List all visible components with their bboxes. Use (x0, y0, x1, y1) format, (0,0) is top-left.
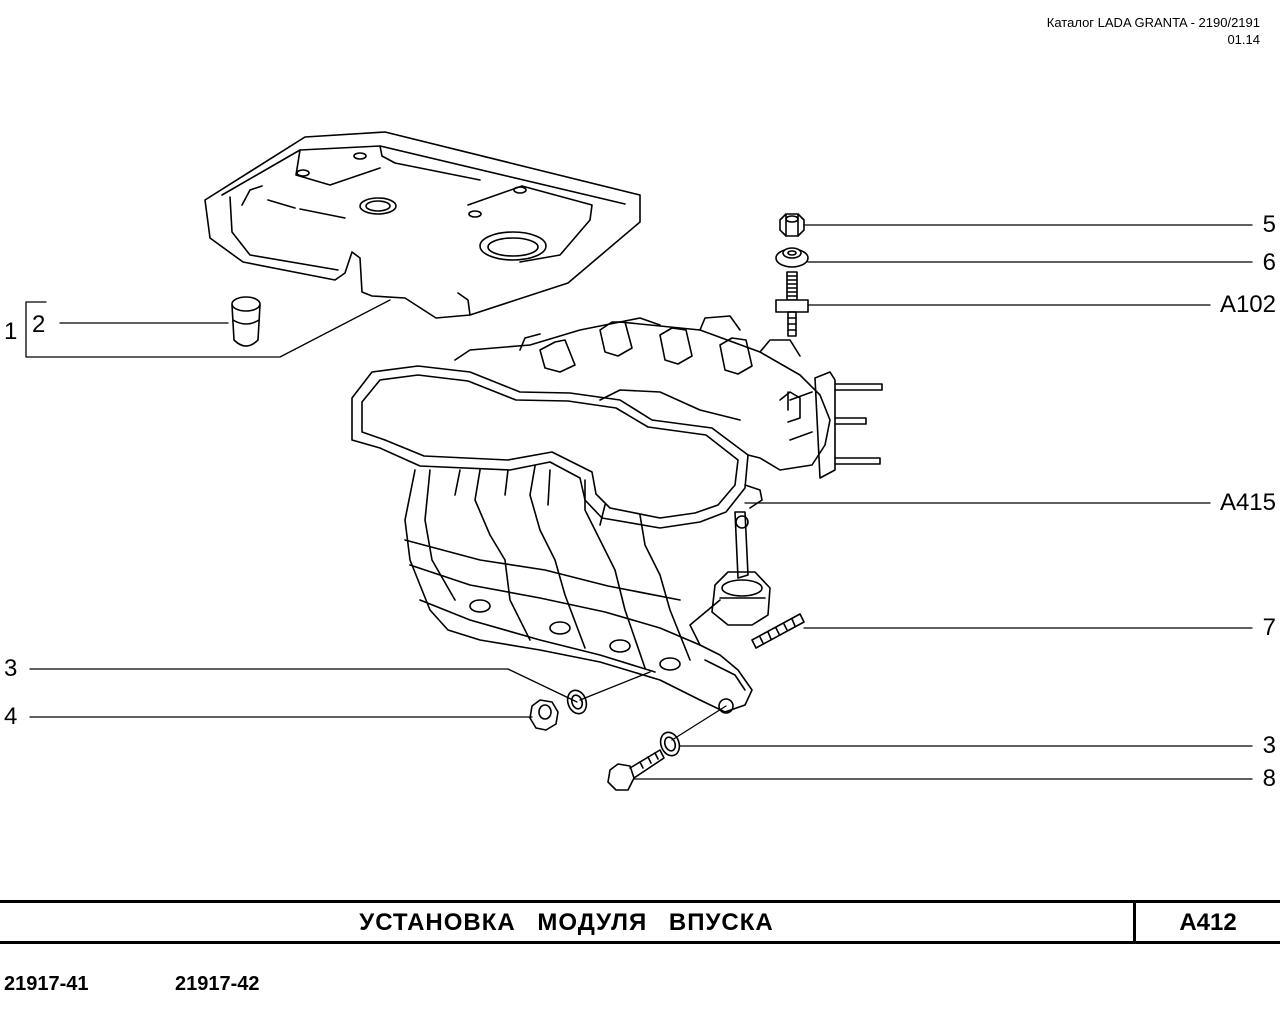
callout-label-6: 6 (1262, 249, 1276, 276)
variant-code-1: 21917-41 (4, 973, 89, 995)
stud-part-7 (751, 613, 805, 649)
stud-part-a102 (775, 271, 809, 337)
washer-part-6 (775, 247, 809, 268)
callout-label-8: 8 (1262, 765, 1276, 792)
variant-code-2: 21917-42 (175, 973, 260, 995)
callout-label-1: 1 (4, 318, 18, 345)
callout-label-5: 5 (1262, 211, 1276, 238)
catalog-date: 01.14 (1227, 32, 1260, 47)
callout-label-4: 4 (4, 703, 18, 730)
exploded-parts-diagram (25, 131, 1253, 791)
page-title: УСТАНОВКА МОДУЛЯ ВПУСКА (359, 909, 774, 936)
washer-part-3-left (566, 689, 588, 715)
section-code: А412 (1133, 903, 1280, 941)
intake-module-drawing (351, 315, 883, 714)
callout-label-a415: А415 (1219, 489, 1276, 516)
nut-part-5 (779, 213, 805, 237)
leader-lines (25, 224, 1253, 780)
bolt-part-8 (607, 749, 665, 791)
callout-label-2: 2 (32, 311, 46, 338)
cap-part-2 (231, 296, 261, 347)
callout-label-a102: А102 (1219, 291, 1276, 318)
engine-cover-drawing (204, 131, 641, 319)
callout-label-3-right: 3 (1262, 732, 1276, 759)
title-bar: УСТАНОВКА МОДУЛЯ ВПУСКА А412 (0, 900, 1280, 944)
callout-label-3-left: 3 (4, 655, 18, 682)
nut-part-4 (529, 699, 559, 731)
catalog-header: Каталог LADA GRANTA - 2190/2191 (1046, 15, 1260, 30)
callout-label-7: 7 (1262, 614, 1276, 641)
